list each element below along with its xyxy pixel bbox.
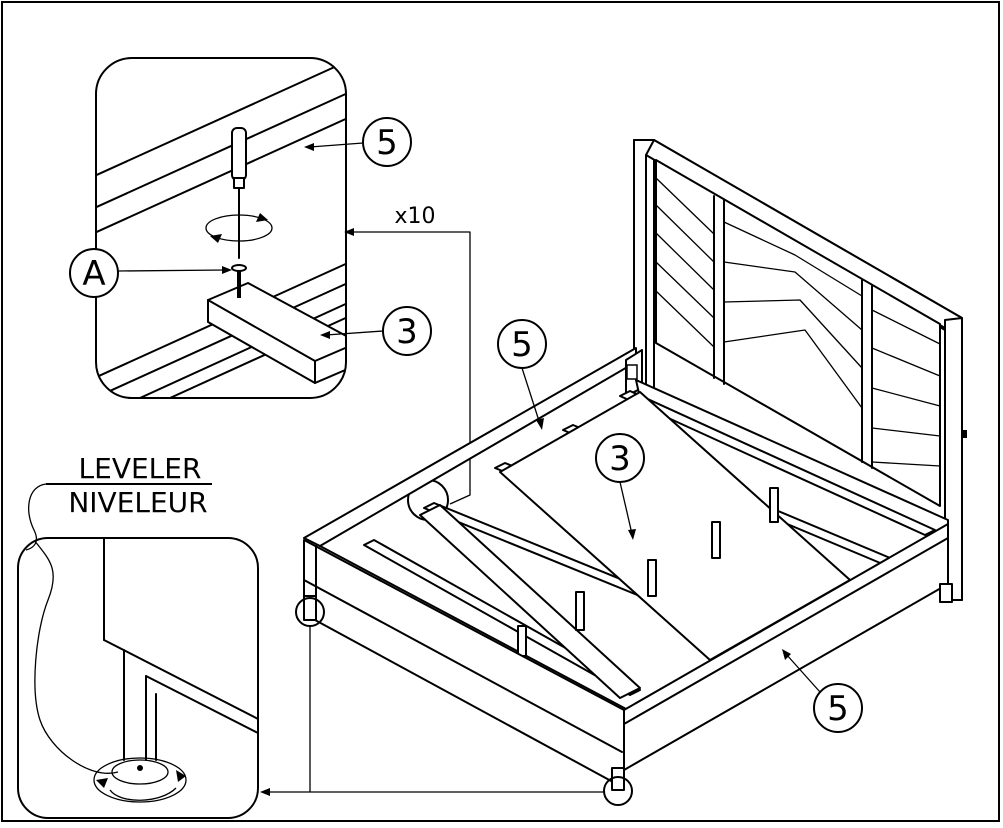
leveler-label-fr: NIVELEUR [68,486,207,519]
callout-5-footboard: 5 [827,689,849,729]
slat-screw-detail: 5 A 3 [69,57,432,399]
slats [363,390,936,699]
bed-frame [303,139,967,791]
headboard [633,139,967,601]
leveler-leader [260,597,633,806]
quantity-leader: x10 [344,204,471,521]
leveler-label-en: LEVELER [79,452,202,485]
callout-a: A [82,254,105,294]
quantity-label: x10 [394,204,435,229]
callout-5-inset: 5 [376,123,398,163]
callout-side-rail: 5 [497,319,547,430]
callout-5-side-rail: 5 [511,325,533,365]
leveler-detail: LEVELER NIVELEUR [17,452,259,819]
callout-footboard: 5 [782,649,863,733]
callout-3-slat: 3 [609,439,631,479]
callout-slat: 3 [595,433,645,540]
callout-3-inset: 3 [396,312,418,352]
leg-circle-front [603,776,633,806]
